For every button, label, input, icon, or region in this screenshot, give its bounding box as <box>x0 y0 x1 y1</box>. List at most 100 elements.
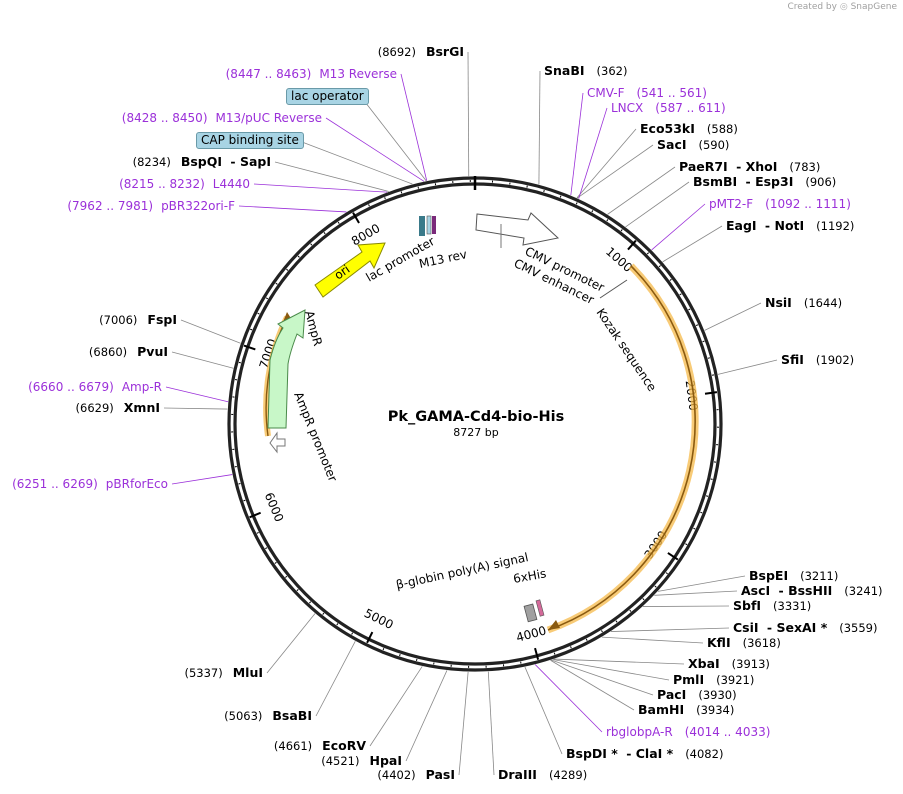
tick-mark <box>654 585 657 588</box>
primer-label-lncx-part: LNCX <box>611 101 643 115</box>
leader-line <box>487 671 495 776</box>
enzyme-label-bspqi-part: BspQI <box>181 154 222 169</box>
enzyme-label-eagi-part: NotI <box>774 218 804 233</box>
enzyme-label-csii-part: - <box>763 620 777 635</box>
leader-line <box>601 636 704 644</box>
enzyme-label-paer7i-part: PaeR7I <box>679 159 728 174</box>
tick-mark <box>707 357 710 359</box>
polya-label: β-globin poly(A) signal <box>395 550 530 592</box>
enzyme-label-snabi: SnaBI(362) <box>544 63 627 78</box>
enzyme-label-nsii: NsiI(1644) <box>765 295 842 310</box>
enzyme-label-paci-part: (3930) <box>698 688 736 702</box>
enzyme-label-eco53ki-part: (588) <box>707 122 738 136</box>
primer-label-lncx: LNCX(587 .. 611) <box>611 101 726 115</box>
leader-line <box>369 666 423 747</box>
orf-arrow <box>547 265 696 631</box>
leader-line <box>654 590 738 596</box>
ampr-arrow <box>267 309 306 429</box>
enzyme-label-draiii-part: DraIII <box>498 767 537 782</box>
tick-mark <box>351 632 354 635</box>
primer-label-ampr-part: Amp-R <box>122 380 162 394</box>
tick-mark <box>285 575 288 578</box>
enzyme-label-sfii-part: SfiI <box>781 352 804 367</box>
enzyme-label-fspi-part: FspI <box>147 312 177 327</box>
enzyme-label-bsrgi: (8692)BsrGI <box>378 44 464 59</box>
tick-mark <box>559 195 562 198</box>
leader-line <box>400 73 428 181</box>
enzyme-label-eco53ki-part: Eco53kI <box>640 121 695 136</box>
leader-line <box>524 666 563 755</box>
enzyme-label-bsrgi-part: (8692) <box>378 45 416 59</box>
enzyme-label-paci-part: PacI <box>657 687 686 702</box>
leader-line <box>607 166 676 215</box>
enzyme-label-kfli-part: KflI <box>707 635 731 650</box>
tick-mark <box>620 229 623 232</box>
enzyme-label-eagi: EagI - NotI(1192) <box>726 218 854 233</box>
enzyme-label-bsabi: (5063) BsaBI <box>224 708 312 723</box>
enzyme-label-ecorv-part: (4661) <box>274 739 312 753</box>
tick-mark <box>553 652 556 655</box>
leader-line <box>578 107 608 199</box>
leader-line <box>163 407 228 410</box>
leader-line <box>315 641 356 717</box>
enzyme-label-bsabi-part: (5063) <box>224 709 262 723</box>
tick-mark <box>274 561 277 564</box>
enzyme-label-draiii: DraIII(4289) <box>498 767 587 782</box>
kozak-marker <box>599 279 628 299</box>
enzyme-label-bsmbi-part: (906) <box>805 175 836 189</box>
tick-mark <box>543 189 545 193</box>
tick-mark <box>693 527 696 530</box>
enzyme-label-bspdi-part: BspDI * <box>566 746 618 761</box>
tick-mark <box>615 620 618 623</box>
tick-mark <box>400 191 403 194</box>
ori-arrow <box>314 242 386 298</box>
enzyme-label-snabi-part: (362) <box>597 64 628 78</box>
tick-mark <box>352 212 360 224</box>
tick-mark <box>627 239 637 251</box>
enzyme-label-bamhi-part: (3934) <box>696 703 734 717</box>
enzyme-label-bsabi-part: BsaBI <box>272 708 312 723</box>
primer-label-m13pucreverse-part: (8428 .. 8450) <box>122 111 208 125</box>
primer-label-pbrforeco-part: pBRforEco <box>106 477 168 491</box>
primer-label-pmt2f-part: pMT2-F <box>709 197 753 211</box>
tick-mark <box>646 252 650 255</box>
primer-label-l4440-part: L4440 <box>213 177 250 191</box>
primer-label-ampr: (6660 .. 6679)Amp-R <box>28 380 162 394</box>
leader-line <box>238 205 347 213</box>
leader-line <box>657 575 746 592</box>
enzyme-label-bspdi: BspDI * - ClaI *(4082) <box>566 746 723 761</box>
tick-label: 1000 <box>603 244 635 275</box>
enzyme-label-pmli: PmlI(3921) <box>673 672 754 687</box>
enzyme-label-asci-part: - <box>774 583 788 598</box>
tick-mark <box>667 552 679 561</box>
enzyme-label-eagi-part: EagI <box>726 218 757 233</box>
leader-line <box>704 302 762 331</box>
leader-line <box>467 51 470 177</box>
tick-mark <box>265 547 268 550</box>
enzyme-label-bspei-part: (3211) <box>800 569 838 583</box>
enzyme-label-xmni-part: (6629) <box>76 401 114 415</box>
tick-mark <box>336 623 339 626</box>
enzyme-label-bspdi-part: (4082) <box>685 747 723 761</box>
tick-mark <box>575 202 578 205</box>
leader-line <box>662 225 723 263</box>
ampr-promoter-label: AmpR promoter <box>291 390 340 484</box>
tick-mark <box>275 282 278 285</box>
leader-line <box>301 141 413 185</box>
enzyme-label-mlui-part: (5337) <box>184 666 222 680</box>
enzyme-label-eco53ki: Eco53kI (588) <box>640 121 738 136</box>
tick-mark <box>256 531 259 534</box>
tick-mark <box>606 219 609 222</box>
ampr-promoter-arrow <box>269 431 286 454</box>
enzyme-label-pvui-part: (6860) <box>89 345 127 359</box>
leader-line <box>325 117 425 182</box>
enzyme-label-csii-part: (3559) <box>839 621 877 635</box>
enzyme-label-hpai-part: (4521) <box>321 754 359 768</box>
tick-mark <box>399 653 401 657</box>
cmv-arrow <box>475 212 560 246</box>
enzyme-label-saci: SacI(590) <box>657 137 729 152</box>
tick-mark <box>250 328 253 331</box>
enzyme-label-sbfi-part: SbfI <box>733 598 761 613</box>
tick-mark <box>310 243 313 246</box>
enzyme-label-saci-part: (590) <box>699 138 730 152</box>
